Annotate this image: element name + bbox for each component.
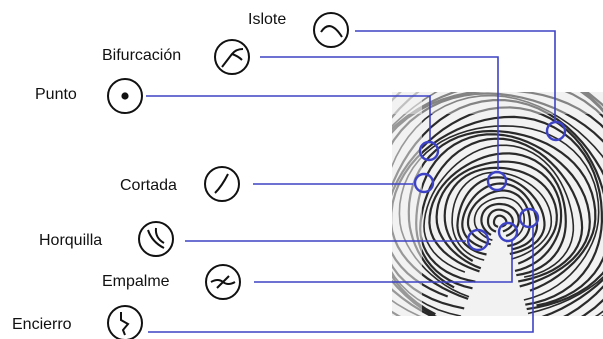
encierro-icon-group (108, 306, 142, 339)
punto-icon-group (108, 79, 142, 113)
dot-icon (121, 92, 128, 99)
fingerprint-image (343, 57, 603, 339)
cortada-icon-group (205, 167, 239, 201)
bifurcacion-icon-group (215, 40, 249, 74)
leader-line-punto (146, 96, 430, 140)
horquilla-icon-group (139, 222, 173, 256)
empalme-icon-group (206, 265, 240, 299)
islote-icon-group (314, 13, 348, 47)
